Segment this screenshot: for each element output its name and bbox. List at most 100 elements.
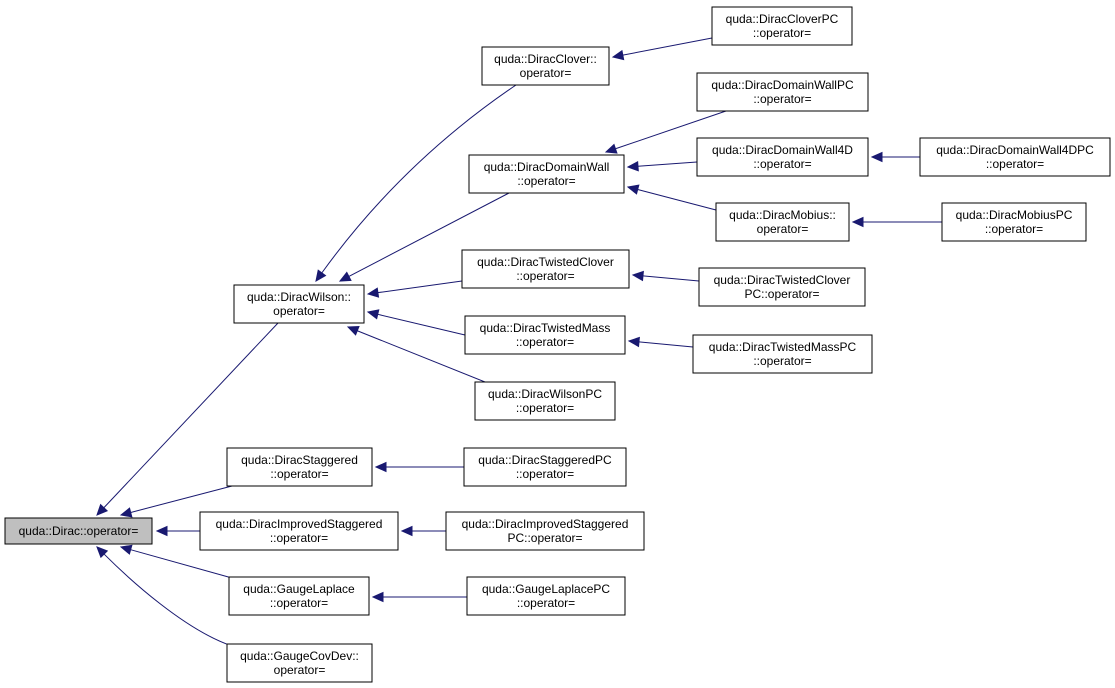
node-label-line: PC::operator=: [507, 531, 582, 545]
node-label-line: quda::Dirac::operator=: [19, 524, 139, 538]
arrowhead-icon: [119, 544, 133, 555]
node-label-line: quda::DiracTwistedMassPC: [709, 340, 857, 354]
arrowhead-icon: [366, 309, 380, 320]
node-label-line: quda::GaugeLaplacePC: [482, 582, 610, 596]
node-label-line: quda::DiracWilsonPC: [488, 387, 602, 401]
class-node-improvedstag[interactable]: quda::DiracImprovedStaggered::operator=: [199, 511, 399, 551]
arrowhead-icon: [96, 503, 109, 516]
arrowhead-icon: [400, 525, 413, 537]
edge-gaugelaplacepc-to-gaugelaplace: [371, 591, 467, 603]
node-label-line: quda::DiracDomainWall4DPC: [936, 143, 1094, 157]
class-node-twistedclover[interactable]: quda::DiracTwistedClover::operator=: [461, 249, 630, 289]
class-node-gaugelaplacepc[interactable]: quda::GaugeLaplacePC::operator=: [466, 576, 626, 616]
arrowhead-icon: [96, 546, 109, 559]
node-label-line: quda::DiracTwistedMass: [480, 321, 611, 335]
class-node-domainwall4d[interactable]: quda::DiracDomainWall4D::operator=: [696, 137, 869, 177]
node-label-line: PC::operator=: [744, 287, 819, 301]
node-label-line: quda::DiracImprovedStaggered: [462, 517, 629, 531]
edge-domainwallpc-to-domainwall: [604, 110, 727, 154]
class-node-twistedmasspc[interactable]: quda::DiracTwistedMassPC::operator=: [692, 334, 873, 374]
node-box: [692, 334, 873, 374]
node-box: [468, 154, 625, 194]
node-label-line: ::operator=: [516, 269, 574, 283]
class-node-mobiuspc[interactable]: quda::DiracMobiusPC::operator=: [941, 202, 1087, 242]
edge-domainwall-to-wilson: [338, 192, 510, 282]
node-label-line: ::operator=: [516, 335, 574, 349]
node-box: [474, 381, 616, 421]
node-label-line: quda::DiracMobiusPC: [956, 208, 1073, 222]
node-label-line: ::operator=: [516, 401, 574, 415]
node-label-line: quda::DiracDomainWallPC: [711, 78, 854, 92]
class-node-gaugecovdev[interactable]: quda::GaugeCovDev::operator=: [226, 643, 373, 683]
edge-staggered-to-dirac: [119, 485, 233, 518]
node-label-line: quda::GaugeCovDev::: [240, 649, 359, 663]
class-node-cloverpc[interactable]: quda::DiracCloverPC::operator=: [711, 6, 853, 46]
node-label-line: ::operator=: [753, 354, 811, 368]
node-box: [919, 137, 1111, 177]
class-node-improvedstagpc[interactable]: quda::DiracImprovedStaggeredPC::operator…: [445, 511, 645, 551]
graph-nodes: quda::Dirac::operator= quda::DiracWilson:…: [4, 6, 1111, 683]
class-node-gaugelaplace[interactable]: quda::GaugeLaplace::operator=: [228, 576, 370, 616]
arrowhead-icon: [315, 269, 327, 282]
class-node-domainwallpc[interactable]: quda::DiracDomainWallPC::operator=: [696, 72, 869, 112]
edge-mobius-to-domainwall: [626, 184, 717, 211]
node-box: [464, 315, 626, 355]
edge-gaugecovdev-to-dirac: [96, 546, 233, 647]
node-label-line: operator=: [274, 663, 326, 677]
node-box: [481, 46, 610, 86]
node-label-line: ::operator=: [516, 467, 574, 481]
arrowhead-icon: [366, 287, 380, 298]
class-node-twistedmass[interactable]: quda::DiracTwistedMass::operator=: [464, 315, 626, 355]
node-box: [226, 643, 373, 683]
edge-staggeredpc-to-staggered: [374, 461, 464, 473]
class-node-wilson[interactable]: quda::DiracWilson::operator=: [233, 284, 365, 324]
node-label-line: quda::DiracMobius::: [729, 208, 836, 222]
arrowhead-icon: [626, 160, 639, 172]
node-label-line: ::operator=: [986, 157, 1044, 171]
arrowhead-icon: [631, 270, 644, 282]
edge-improvedstagpc-to-improvedstag: [400, 525, 446, 537]
class-node-wilsonpc[interactable]: quda::DiracWilsonPC::operator=: [474, 381, 616, 421]
arrowhead-icon: [119, 507, 133, 518]
node-box: [461, 249, 630, 289]
node-label-line: quda::DiracImprovedStaggered: [216, 517, 383, 531]
edge-twistedcloverpc-to-twistedclover: [631, 270, 700, 282]
graph-edges: [96, 37, 942, 647]
class-node-domainwall[interactable]: quda::DiracDomainWall::operator=: [468, 154, 625, 194]
node-label-line: operator=: [757, 222, 809, 236]
node-box: [463, 447, 627, 487]
node-label-line: quda::DiracStaggered: [241, 453, 358, 467]
node-label-line: ::operator=: [517, 596, 575, 610]
class-node-staggeredpc[interactable]: quda::DiracStaggeredPC::operator=: [463, 447, 627, 487]
edge-gaugelaplace-to-dirac: [119, 544, 233, 579]
arrowhead-icon: [604, 143, 618, 154]
node-box: [466, 576, 626, 616]
node-box: [698, 267, 866, 307]
arrowhead-icon: [155, 525, 168, 537]
node-label-line: ::operator=: [270, 467, 328, 481]
class-node-clover[interactable]: quda::DiracClover::operator=: [481, 46, 610, 86]
node-label-line: quda::DiracDomainWall: [484, 160, 610, 174]
edge-wilsonpc-to-wilson: [346, 326, 486, 383]
edge-domainwall4dpc-to-domainwall4d: [870, 151, 920, 163]
edge-mobiuspc-to-mobius: [851, 216, 942, 228]
edge-domainwall4d-to-domainwall: [626, 160, 698, 172]
class-node-domainwall4dpc[interactable]: quda::DiracDomainWall4DPC::operator=: [919, 137, 1111, 177]
class-node-staggered[interactable]: quda::DiracStaggered::operator=: [226, 447, 373, 487]
node-box: [711, 6, 853, 46]
node-box: [696, 137, 869, 177]
arrowhead-icon: [338, 271, 352, 282]
arrowhead-icon: [374, 461, 387, 473]
node-box: [445, 511, 645, 551]
edge-cloverpc-to-clover: [611, 37, 713, 61]
node-label-line: ::operator=: [753, 92, 811, 106]
edge-twistedclover-to-wilson: [366, 280, 463, 298]
node-box: [4, 517, 153, 545]
class-node-mobius[interactable]: quda::DiracMobius::operator=: [715, 202, 850, 242]
node-label-line: quda::DiracTwistedClover: [714, 273, 851, 287]
node-box: [226, 447, 373, 487]
arrowhead-icon: [627, 336, 640, 348]
node-label-line: ::operator=: [517, 174, 575, 188]
arrowhead-icon: [371, 591, 384, 603]
